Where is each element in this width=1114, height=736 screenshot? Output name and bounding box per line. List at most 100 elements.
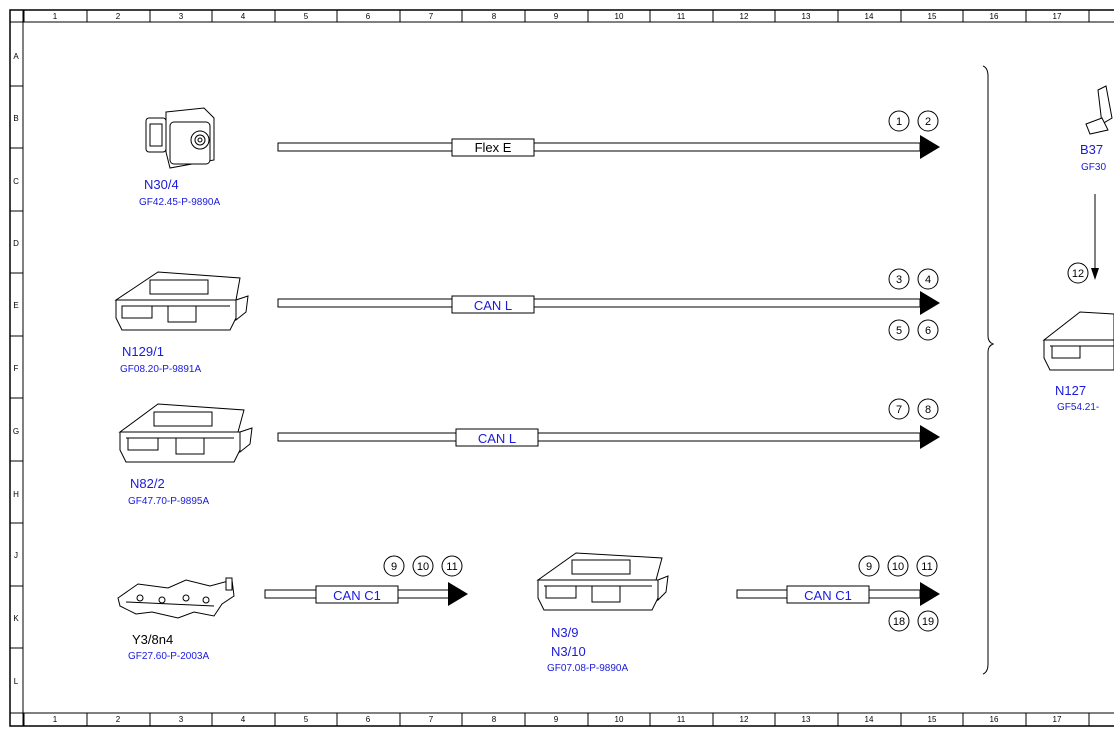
- row-label: L: [14, 677, 19, 686]
- signal-label: CAN L: [478, 431, 516, 446]
- col-label: 14: [865, 715, 874, 724]
- component-name: N82/2: [130, 476, 165, 491]
- col-label: 5: [304, 715, 309, 724]
- col-label: 2: [116, 715, 121, 724]
- control-unit-icon: [536, 552, 669, 611]
- col-label: 17: [1053, 12, 1062, 21]
- signal-label: CAN L: [474, 298, 512, 313]
- row-label: B: [13, 114, 18, 123]
- col-label: 1: [53, 12, 58, 21]
- col-label: 7: [429, 12, 434, 21]
- col-label: 15: [928, 12, 937, 21]
- reference-markers: [383, 110, 1089, 632]
- control-unit-icon: [118, 403, 253, 463]
- col-label: 12: [740, 12, 749, 21]
- col-label: 9: [554, 715, 559, 724]
- marker-12: 12: [1072, 268, 1084, 280]
- signal-line-flex-e: Flex E: [277, 135, 940, 159]
- row-label: E: [13, 301, 18, 310]
- bottom-ruler: 1 2 3 4 5 6 7 8 9 10 11 12 13 14 15 16 1…: [23, 713, 1090, 726]
- col-label: 14: [865, 12, 874, 21]
- col-label: 8: [492, 715, 497, 724]
- col-label: 10: [615, 12, 624, 21]
- col-label: 16: [990, 715, 999, 724]
- row-label: C: [13, 177, 19, 186]
- marker-18: 18: [893, 616, 905, 628]
- signal-label: CAN C1: [804, 588, 852, 603]
- camera-module-icon: [145, 107, 215, 169]
- signal-line-can-c1: CAN C1: [736, 582, 940, 606]
- row-label: A: [13, 52, 19, 61]
- signal-line-can-l: CAN L: [277, 425, 940, 449]
- row-label: G: [13, 427, 19, 436]
- col-label: 5: [304, 12, 309, 21]
- marker-9: 9: [391, 561, 397, 573]
- component-code: GF27.60-P-2003A: [128, 651, 209, 662]
- col-label: 16: [990, 12, 999, 21]
- control-unit-icon: [114, 271, 249, 331]
- component-code: GF47.70-P-9895A: [128, 496, 209, 507]
- row-label: F: [14, 364, 19, 373]
- marker-11: 11: [446, 561, 457, 573]
- signal-label: Flex E: [475, 140, 512, 155]
- col-label: 3: [179, 12, 184, 21]
- col-label: 11: [677, 12, 686, 21]
- col-label: 17: [1053, 715, 1062, 724]
- signal-line-can-l: CAN L: [277, 291, 940, 315]
- col-label: 1: [53, 715, 58, 724]
- col-label: 4: [241, 12, 246, 21]
- row-label: J: [14, 551, 18, 560]
- component-code: GF42.45-P-9890A: [139, 197, 220, 208]
- col-label: 6: [366, 715, 371, 724]
- col-label: 8: [492, 12, 497, 21]
- col-label: 3: [179, 715, 184, 724]
- component-name: N3/9: [551, 625, 578, 640]
- col-label: 4: [241, 715, 246, 724]
- control-unit-icon: [1042, 311, 1114, 371]
- col-label: 13: [802, 12, 811, 21]
- col-label: 13: [802, 715, 811, 724]
- marker-9: 9: [866, 561, 872, 573]
- marker-3: 3: [896, 274, 902, 286]
- col-label: 11: [677, 715, 686, 724]
- signal-label: CAN C1: [333, 588, 381, 603]
- component-name: B37: [1080, 142, 1103, 157]
- top-ruler: 1 2 3 4 5 6 7 8 9 10 11 12 13 14 15 16 1…: [23, 10, 1090, 22]
- arrowhead: [1091, 268, 1099, 280]
- component-code: GF08.20-P-9891A: [120, 364, 201, 375]
- marker-5: 5: [896, 325, 902, 337]
- col-label: 9: [554, 12, 559, 21]
- marker-11: 11: [921, 561, 932, 573]
- component-name: N127: [1055, 383, 1086, 398]
- marker-1: 1: [896, 116, 902, 128]
- left-ruler: A B C D E F G H J K L: [10, 21, 23, 686]
- col-label: 7: [429, 715, 434, 724]
- col-label: 2: [116, 12, 121, 21]
- marker-19: 19: [922, 616, 934, 628]
- col-label: 12: [740, 715, 749, 724]
- row-label: D: [13, 239, 19, 248]
- sensor-icon: [1085, 85, 1113, 135]
- marker-4: 4: [925, 274, 931, 286]
- component-name: N129/1: [122, 344, 164, 359]
- component-code: GF54.21-: [1057, 402, 1099, 413]
- component-name-2: N3/10: [551, 644, 586, 659]
- grouping-brace: [982, 65, 995, 675]
- outer-frame: [9, 9, 1114, 727]
- signal-line-can-c1: CAN C1: [264, 582, 468, 606]
- component-code: GF07.08-P-9890A: [547, 663, 628, 674]
- marker-10: 10: [892, 561, 904, 573]
- row-label: H: [13, 490, 19, 499]
- marker-7: 7: [896, 404, 902, 416]
- marker-2: 2: [925, 116, 931, 128]
- col-label: 6: [366, 12, 371, 21]
- component-code: GF30: [1081, 162, 1106, 173]
- row-label: K: [13, 614, 19, 623]
- component-name: N30/4: [144, 177, 179, 192]
- col-label: 10: [615, 715, 624, 724]
- marker-8: 8: [925, 404, 931, 416]
- marker-6: 6: [925, 325, 931, 337]
- col-label: 15: [928, 715, 937, 724]
- valve-body-icon: [117, 577, 235, 619]
